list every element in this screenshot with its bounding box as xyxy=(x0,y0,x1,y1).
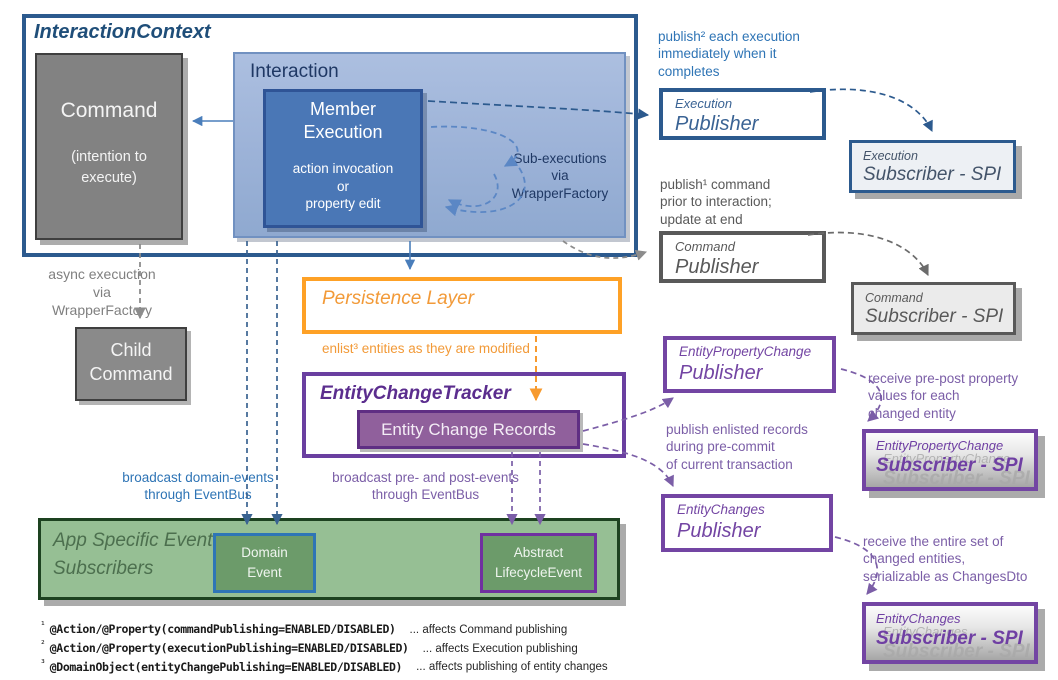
epc-publisher-type: EntityPropertyChange xyxy=(679,344,812,359)
execution-subscriber-type: Execution xyxy=(863,149,918,163)
execution-subscriber-box: Execution Subscriber - SPI xyxy=(849,140,1016,193)
publish-execution-note: publish² each execution immediately when… xyxy=(658,29,800,79)
interaction-context-title: InteractionContext xyxy=(34,21,211,43)
abstract-lifecycle-event-box: Abstract LifecycleEvent xyxy=(480,533,597,593)
command-publisher-box: Command Publisher xyxy=(659,231,826,283)
footnote-1: ¹@Action/@Property(commandPublishing=ENA… xyxy=(40,620,568,636)
ec-subscriber-ghost-text: EntityChanges Subscriber - SPI xyxy=(883,624,1030,662)
receive-entire-note: receive the entire set of changed entiti… xyxy=(863,534,1028,584)
command-subscriber-type: Command xyxy=(865,291,923,305)
async-execution-note: async execuction via WrapperFactory xyxy=(48,266,156,318)
member-execution-box: Member Execution action invocation or pr… xyxy=(263,89,423,228)
command-subscriber-role: Subscriber - SPI xyxy=(865,306,1004,328)
entity-change-records-title: Entity Change Records xyxy=(381,419,556,439)
command-publisher-role: Publisher xyxy=(675,256,759,279)
broadcast-prepost-note: broadcast pre- and post-events through E… xyxy=(332,470,519,503)
entity-change-records-box: Entity Change Records xyxy=(357,410,580,449)
interaction-title: Interaction xyxy=(250,61,339,82)
persistence-layer-title: Persistence Layer xyxy=(322,288,475,309)
execution-subscriber-role: Subscriber - SPI xyxy=(863,164,1002,186)
broadcast-domain-note: broadcast domain-events through EventBus xyxy=(122,470,274,503)
entity-changes-publisher-box: EntityChanges Publisher xyxy=(661,494,833,552)
ec-subscriber-text: EntityChanges Subscriber - SPI xyxy=(876,611,1023,649)
entity-change-tracker-title: EntityChangeTracker xyxy=(320,383,511,404)
execution-publisher-type: Execution xyxy=(675,96,733,111)
persistence-layer-box: Persistence Layer xyxy=(302,277,622,334)
command-box: Command (intention to execute) xyxy=(35,53,183,240)
command-publisher-type: Command xyxy=(675,239,735,254)
publish-command-note: publish¹ command prior to interaction; u… xyxy=(660,177,772,227)
member-execution-detail: action invocation or property edit xyxy=(292,160,394,212)
epc-subscriber-ghost-text: EntityPropertyChange Subscriber - SPI xyxy=(883,451,1030,489)
ec-publisher-role: Publisher xyxy=(677,519,761,542)
footnote-2: ²@Action/@Property(executionPublishing=E… xyxy=(40,638,578,655)
ec-publisher-type: EntityChanges xyxy=(677,502,765,517)
member-execution-title: Member Execution xyxy=(303,99,383,143)
child-command-title: Child Command xyxy=(89,340,173,385)
epc-publisher-role: Publisher xyxy=(679,361,763,384)
receive-prepost-note: receive pre-post property values for eac… xyxy=(868,371,1019,421)
entity-property-change-publisher-box: EntityPropertyChange Publisher xyxy=(663,336,836,393)
domain-event-box: Domain Event xyxy=(213,533,316,593)
epc-subscriber-text: EntityPropertyChange Subscriber - SPI xyxy=(876,438,1023,476)
execution-publisher-box: Execution Publisher xyxy=(659,88,826,140)
enlist-note: enlist³ entities as they are modified xyxy=(322,341,530,356)
arrow-execpub-to-sub xyxy=(809,88,933,132)
entity-changes-subscriber-box: EntityChanges Subscriber - SPI EntityCha… xyxy=(862,602,1038,664)
sub-executions-note: Sub-executions via WrapperFactory xyxy=(511,151,609,201)
app-event-subscribers-title: App Specific Event Subscribers xyxy=(53,530,213,579)
footnotes: ¹@Action/@Property(commandPublishing=ENA… xyxy=(40,620,608,676)
interaction-context-box xyxy=(22,14,638,257)
child-command-box: Child Command xyxy=(75,327,187,401)
command-title: Command xyxy=(60,99,158,122)
command-subtitle: (intention to execute) xyxy=(71,149,147,187)
command-subscriber-box: Command Subscriber - SPI xyxy=(851,282,1016,335)
publish-enlisted-note: publish enlisted records during pre-comm… xyxy=(666,422,808,472)
entity-property-change-subscriber-box: EntityPropertyChange Subscriber - SPI En… xyxy=(862,429,1038,491)
arrow-cmdpub-to-sub xyxy=(807,231,929,276)
footnote-3: ³@DomainObject(entityChangePublishing=EN… xyxy=(40,657,608,674)
execution-publisher-role: Publisher xyxy=(675,113,759,136)
